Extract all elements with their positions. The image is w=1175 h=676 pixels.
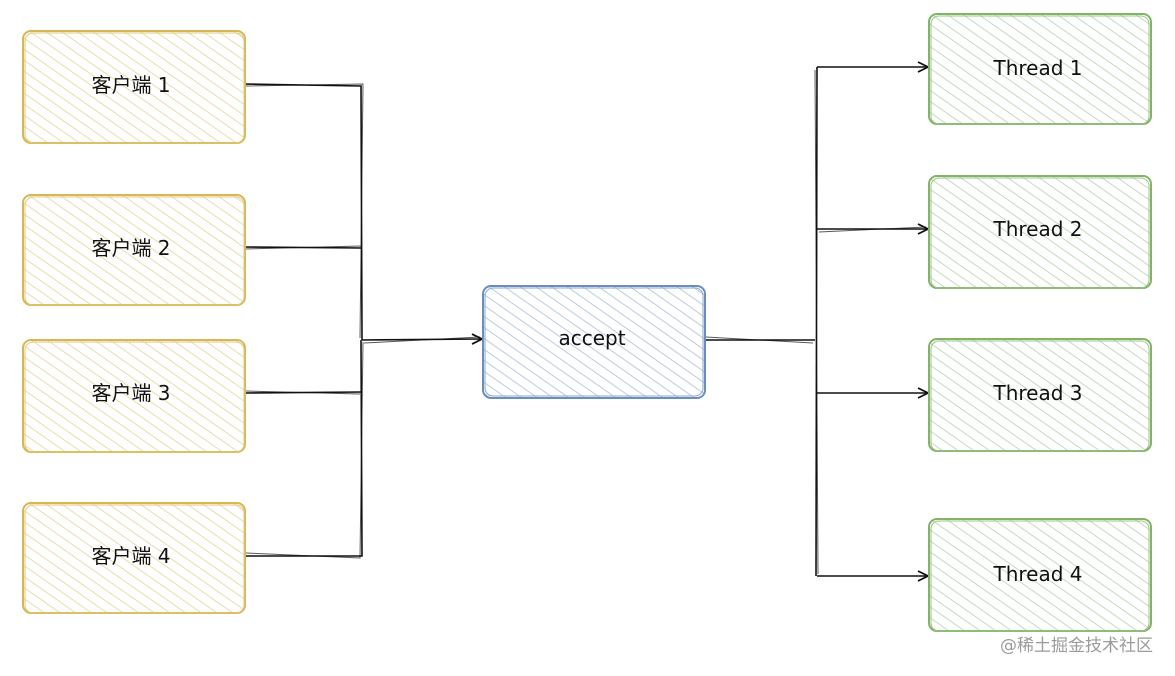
thread-box-1: Thread 1 [928, 13, 1152, 125]
thread-label-2: Thread 2 [992, 217, 1082, 241]
client-label-3: 客户端 3 [91, 381, 170, 405]
thread-label-1: Thread 1 [992, 56, 1082, 80]
connector-client-4 [244, 339, 363, 557]
thread-box-2: Thread 2 [928, 175, 1152, 289]
client-label-4: 客户端 4 [91, 544, 170, 568]
client-box-3: 客户端 3 [22, 339, 246, 453]
client-label-1: 客户端 1 [91, 73, 170, 97]
thread-label-3: Thread 3 [992, 381, 1082, 405]
client-box-1: 客户端 1 [22, 30, 246, 144]
watermark: @稀土掘金技术社区 [1000, 636, 1153, 656]
accept-box: accept [482, 285, 706, 399]
client-box-2: 客户端 2 [22, 194, 246, 306]
accept-label: accept [558, 326, 625, 350]
thread-box-3: Thread 3 [928, 338, 1152, 452]
client-label-2: 客户端 2 [91, 236, 170, 260]
right-connectors [704, 67, 928, 576]
connector-client-1 [243, 83, 363, 341]
thread-label-4: Thread 4 [992, 562, 1082, 586]
left-connectors [243, 83, 482, 559]
client-box-4: 客户端 4 [22, 502, 246, 614]
thread-box-4: Thread 4 [928, 518, 1152, 632]
